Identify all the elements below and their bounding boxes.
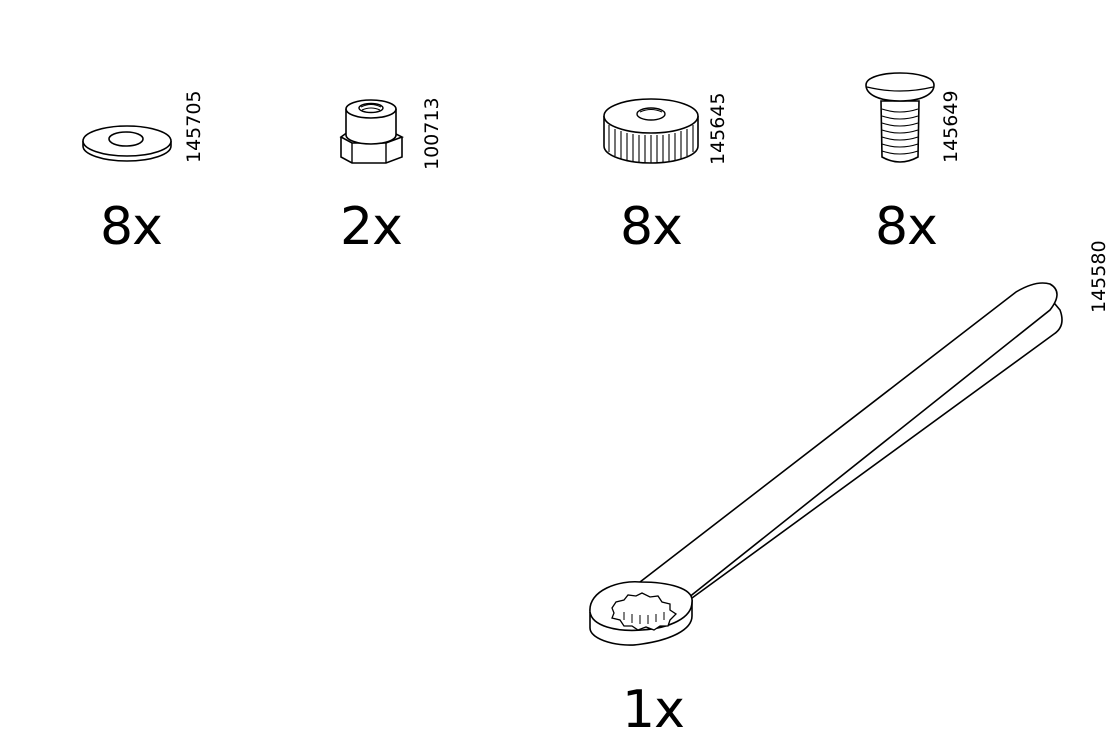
knurled-nut-icon (598, 94, 706, 174)
quantity-knurled-nut: 8x (620, 197, 683, 257)
part-code-wrench: 145580 (1088, 240, 1110, 313)
washer-icon (78, 120, 178, 170)
quantity-hex-nut: 2x (340, 197, 403, 257)
quantity-washer: 8x (100, 197, 163, 257)
hex-nut-icon (336, 95, 411, 170)
bolt-icon (860, 65, 940, 170)
wrench-icon (580, 270, 1080, 660)
part-code-washer: 145705 (183, 90, 205, 163)
quantity-wrench: 1x (622, 680, 685, 740)
quantity-bolt: 8x (875, 197, 938, 257)
part-code-hex-nut: 100713 (421, 97, 443, 170)
part-code-knurled-nut: 145645 (707, 92, 729, 165)
part-code-bolt: 145649 (940, 90, 962, 163)
